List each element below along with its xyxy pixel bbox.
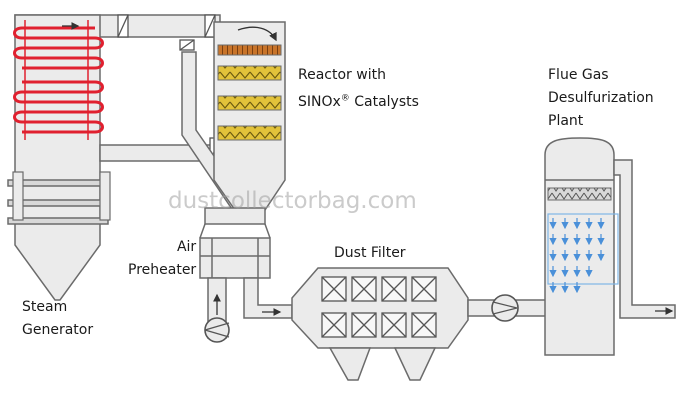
fgd-absorber bbox=[544, 137, 676, 356]
reactor-label: Reactor with SINOx® Catalysts bbox=[298, 64, 419, 114]
fgd-label-line2: Desulfurization bbox=[548, 90, 654, 106]
fgd-label-line3: Plant bbox=[548, 113, 584, 129]
catalyst-layer bbox=[217, 65, 282, 81]
fan-icon bbox=[204, 317, 230, 343]
fan-icon bbox=[491, 294, 519, 322]
dust-filter-label-text: Dust Filter bbox=[334, 245, 406, 261]
boiler-supports bbox=[12, 171, 111, 221]
reactor-label-line1: Reactor with bbox=[298, 67, 386, 83]
flow-arrow-icon bbox=[237, 26, 277, 42]
air-preheater-label: Air Preheater bbox=[128, 236, 196, 282]
reactor-label-line2: SINOx® Catalysts bbox=[298, 93, 419, 110]
dust-filter bbox=[291, 267, 469, 381]
registered-mark: ® bbox=[340, 93, 350, 103]
watermark: dustcollectorbag.com bbox=[168, 188, 417, 214]
steam-generator-label-line1: Steam bbox=[22, 299, 68, 315]
spray-zone bbox=[547, 213, 619, 285]
steam-generator-label-line2: Generator bbox=[22, 322, 94, 338]
dust-filter-label: Dust Filter bbox=[334, 242, 406, 265]
steam-generator-label: Steam Generator bbox=[22, 296, 93, 342]
reactor-label-sinox: SINOx bbox=[298, 93, 341, 110]
catalyst-layer bbox=[217, 125, 282, 141]
mist-eliminator bbox=[547, 187, 612, 201]
air-preheater-label-line2: Preheater bbox=[128, 262, 197, 278]
catalyst-layer bbox=[217, 95, 282, 111]
heating-coil-icon bbox=[13, 20, 104, 140]
reactor-label-catalysts: Catalysts bbox=[349, 93, 419, 110]
fgd-label: Flue Gas Desulfurization Plant bbox=[548, 64, 654, 133]
spray-arrow-icon bbox=[549, 218, 605, 294]
catalyst-top-layer bbox=[217, 44, 282, 56]
filter-bag-icon bbox=[321, 276, 437, 338]
fgd-label-line1: Flue Gas bbox=[548, 67, 609, 83]
air-preheater-label-line1: Air bbox=[176, 239, 197, 255]
